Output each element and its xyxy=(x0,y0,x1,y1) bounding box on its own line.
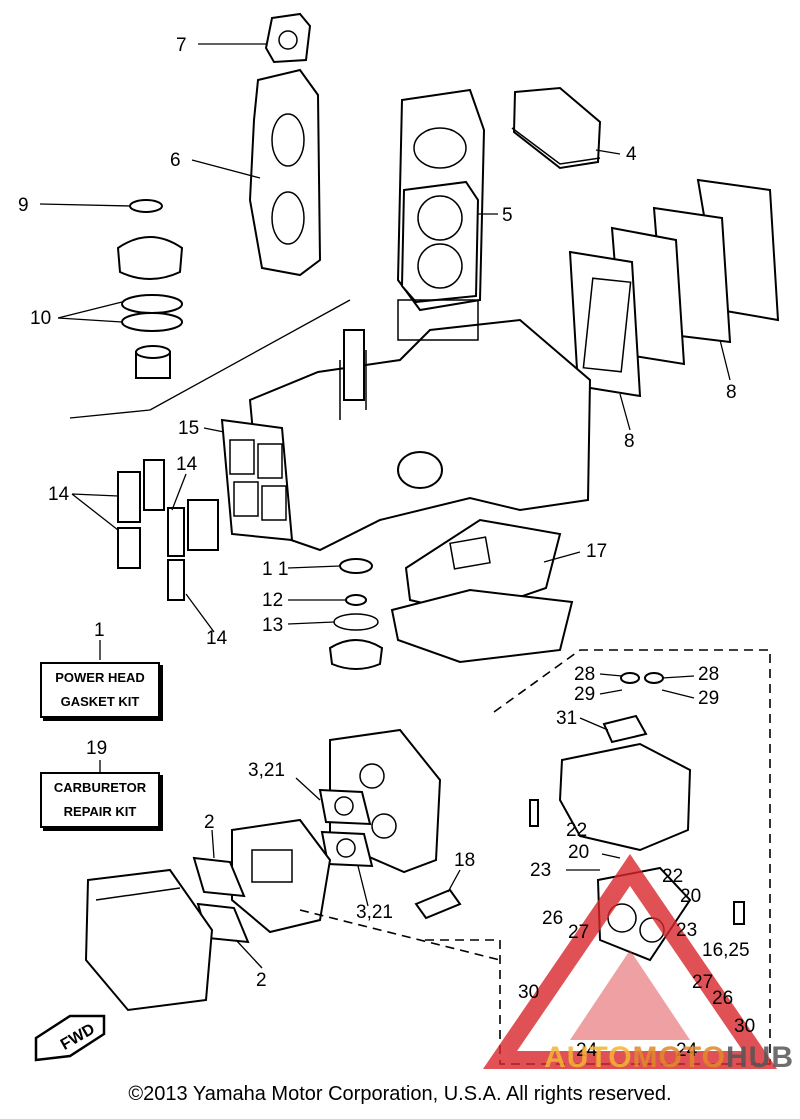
carburetor xyxy=(231,818,332,934)
callout-3-21-top: 3,21 xyxy=(248,760,285,781)
cylinder-block xyxy=(248,299,592,552)
callout-30-left: 30 xyxy=(518,982,539,1003)
callout-9: 9 xyxy=(18,195,29,216)
callout-17: 17 xyxy=(586,541,607,562)
watermark-part1: AUTO xyxy=(544,1041,633,1074)
power-head-gasket-kit-label: POWER HEAD GASKET KIT xyxy=(40,662,160,718)
callout-3-21-bottom: 3,21 xyxy=(356,902,393,923)
callout-18: 18 xyxy=(454,850,475,871)
gasket-18 xyxy=(414,888,462,920)
exhaust-plates-8 xyxy=(568,178,780,398)
carb-gaskets-3-21 xyxy=(318,788,374,868)
callout-31: 31 xyxy=(556,708,577,729)
callout-30-right: 30 xyxy=(734,1016,755,1037)
head-gasket-5 xyxy=(400,180,480,304)
callout-5: 5 xyxy=(502,205,513,226)
callout-14-left: 14 xyxy=(48,484,70,505)
bearing-rings-10 xyxy=(121,294,183,332)
callout-numbers: 7 6 9 10 4 5 8 8 15 14 14 14 17 1 1 12 1… xyxy=(18,35,755,1061)
callout-2-top: 2 xyxy=(204,812,215,833)
callout-27-right: 27 xyxy=(692,972,713,993)
callout-8-lower: 8 xyxy=(624,431,635,452)
callout-13: 13 xyxy=(262,615,283,636)
callout-10: 10 xyxy=(30,308,51,329)
oil-seal-9 xyxy=(129,199,163,213)
callout-16-25: 16,25 xyxy=(702,940,750,961)
intake-gasket-15 xyxy=(220,418,294,542)
gasket-7 xyxy=(264,12,312,64)
callout-14-bottom: 14 xyxy=(206,628,228,649)
watermark-part2: MOTO xyxy=(632,1041,726,1074)
callout-26-right: 26 xyxy=(712,988,733,1009)
callout-26-left: 26 xyxy=(542,908,563,929)
base-gasket-17 xyxy=(390,518,574,664)
fwd-arrow-icon: FWD xyxy=(34,1014,106,1062)
carburetor-repair-kit-label: CARBURETOR REPAIR KIT xyxy=(40,772,160,828)
callout-2-bottom: 2 xyxy=(256,970,267,991)
callout-7: 7 xyxy=(176,35,187,56)
callout-23-right: 23 xyxy=(676,920,697,941)
callout-20-right: 20 xyxy=(680,886,701,907)
leader-lines xyxy=(39,43,731,969)
copyright-notice: ©2013 Yamaha Motor Corporation, U.S.A. A… xyxy=(128,1083,672,1105)
callout-4: 4 xyxy=(626,144,637,165)
callout-6: 6 xyxy=(170,150,181,171)
watermark-part3: HUB xyxy=(726,1041,794,1074)
carburetor-kit-line2: REPAIR KIT xyxy=(63,804,137,819)
seal-11 xyxy=(339,558,373,574)
callout-20-left: 20 xyxy=(568,842,589,863)
callout-24-left: 24 xyxy=(576,1040,598,1061)
callout-11: 1 1 xyxy=(262,559,288,580)
exhaust-cover-4 xyxy=(511,86,602,170)
carburetor-kit-line1: CARBURETOR xyxy=(53,780,147,795)
fuel-pump xyxy=(529,672,745,962)
callout-19: 19 xyxy=(86,738,107,759)
o-ring-12 xyxy=(345,594,367,606)
reed-gaskets-14 xyxy=(117,459,219,601)
callout-23-left: 23 xyxy=(530,860,551,881)
callout-22-left: 22 xyxy=(566,820,587,841)
callout-8-upper: 8 xyxy=(726,382,737,403)
callout-22-right: 22 xyxy=(662,866,683,887)
watermark-logo: AUTOMOTOHUB xyxy=(544,1041,794,1075)
power-head-kit-line2: GASKET KIT xyxy=(60,694,140,709)
seal-13 xyxy=(328,613,384,670)
callout-12: 12 xyxy=(262,590,283,611)
lower-housing xyxy=(116,236,184,280)
gasket-6 xyxy=(248,68,322,277)
callout-28-left: 28 xyxy=(574,664,595,685)
callout-28-right: 28 xyxy=(698,664,719,685)
callout-14-mid: 14 xyxy=(176,454,198,475)
power-head-kit-line1: POWER HEAD xyxy=(55,670,145,685)
callout-29-right: 29 xyxy=(698,688,719,709)
callout-1: 1 xyxy=(94,620,105,641)
bushing xyxy=(135,345,171,379)
air-silencer xyxy=(84,868,214,1012)
callout-29-left: 29 xyxy=(574,684,595,705)
callout-15: 15 xyxy=(178,418,199,439)
callout-27-left: 27 xyxy=(568,922,589,943)
watermark-triangle xyxy=(482,854,778,1069)
callout-24-right: 24 xyxy=(676,1040,698,1061)
